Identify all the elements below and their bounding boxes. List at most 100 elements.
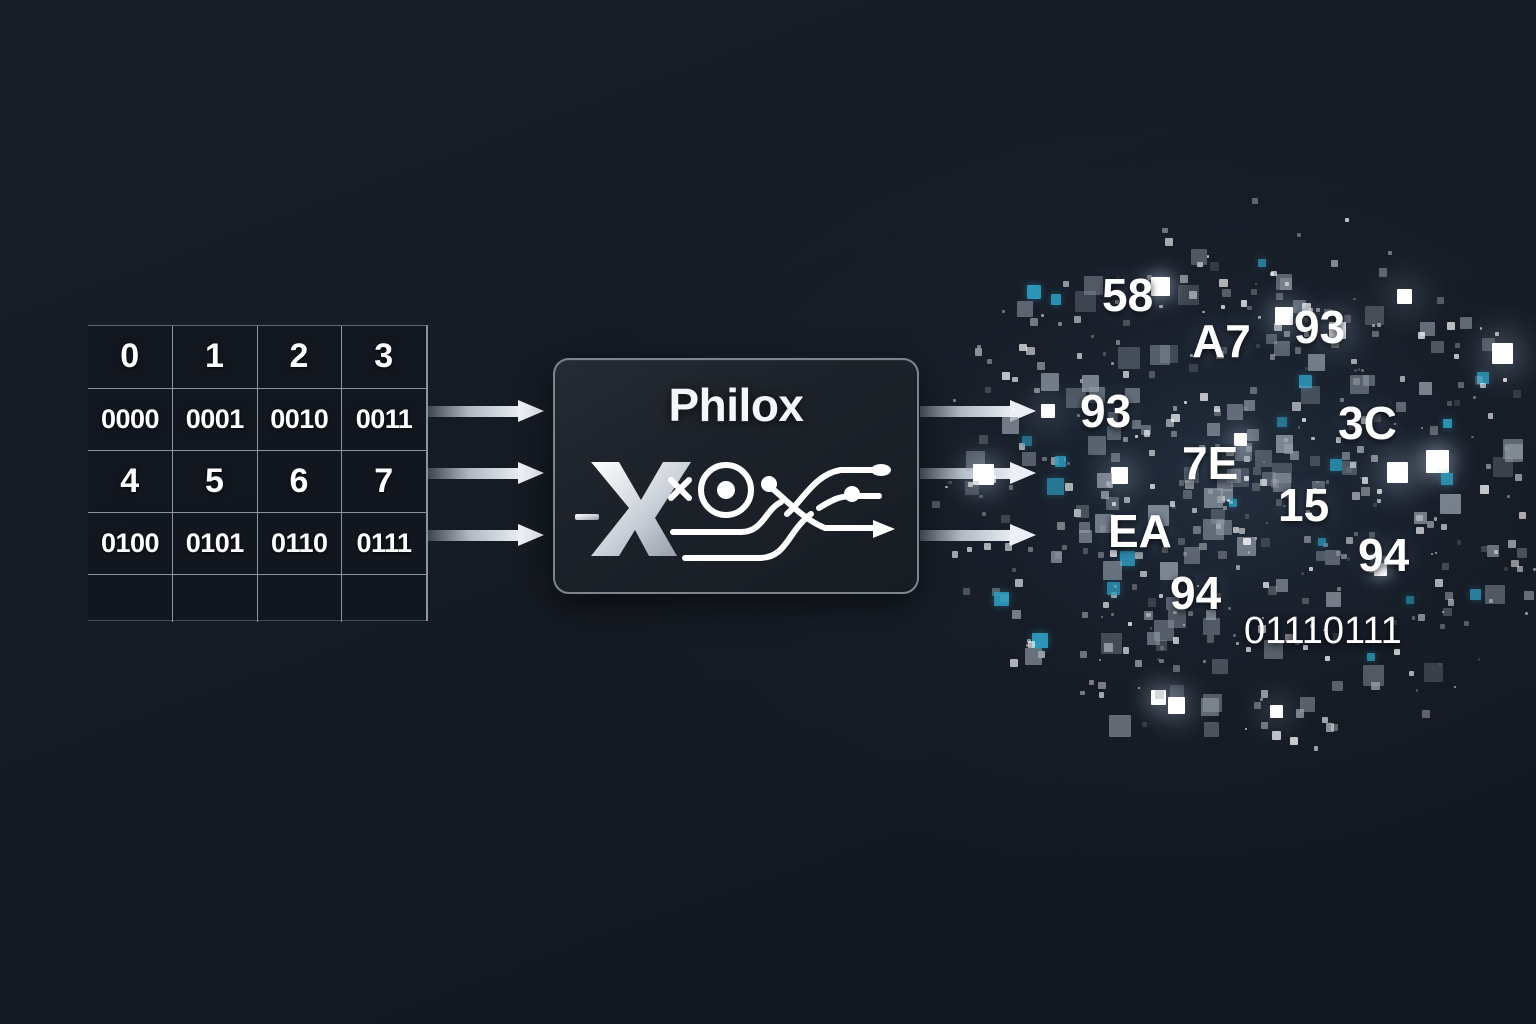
particle [1303,317,1308,322]
particle [1074,315,1082,323]
particle [1206,610,1217,621]
particle [1335,437,1342,443]
particle [1219,278,1228,288]
particle [1057,322,1062,327]
particle [1203,693,1222,713]
particle [951,550,959,558]
particle [1310,624,1314,628]
particle [1325,591,1342,608]
particle [1247,428,1260,442]
particle [1252,482,1261,491]
particle [1041,403,1056,418]
particle [1102,560,1122,580]
particle [1257,258,1267,268]
particle [1147,275,1152,281]
particle [1308,566,1313,572]
particle [1002,371,1010,380]
arrow-head-icon [518,462,544,484]
hex-value-label: 93 [1294,301,1346,353]
table-cell: 5 [172,450,258,513]
particle [1370,454,1379,463]
particle [1405,595,1414,604]
particle [1025,346,1035,356]
particle [1426,521,1435,529]
particle [1002,309,1006,313]
particle [1507,495,1510,498]
particle [1494,332,1500,337]
hex-value-label: 94 [1358,529,1410,581]
particle [1480,545,1487,553]
particle [1110,362,1114,366]
table-cell: 0101 [172,512,258,575]
particle [1396,289,1412,305]
particle [1151,690,1167,706]
particle [1079,530,1092,543]
particle [1076,353,1083,359]
table-cell: 0010 [257,388,342,451]
particle [1434,579,1443,588]
particle [1162,227,1168,234]
particle [1301,385,1320,405]
particle [1215,444,1220,449]
particle [1119,550,1135,566]
input-arrow-2 [428,462,546,484]
particle [1393,422,1397,426]
table-cell: 0 [88,326,173,389]
arrow-head-icon [1010,400,1036,422]
particle [1216,519,1232,536]
particle [1246,446,1252,452]
particle [1098,551,1105,559]
particle [1009,658,1018,667]
particle [984,542,991,550]
particle [1455,343,1461,349]
hex-value-label: 3C [1338,397,1397,449]
particle [1441,611,1444,614]
particle [1290,451,1300,461]
particle [1315,308,1320,312]
particle [1062,280,1070,288]
table-row [88,574,426,622]
arrow-head-icon [518,524,544,546]
arrow-shaft [428,530,520,541]
particle [1188,363,1198,373]
particle [1328,721,1331,724]
particle [1141,722,1147,728]
particle [1096,472,1112,488]
particle [1154,689,1164,699]
particle [1391,619,1397,625]
particle [1362,477,1369,484]
particle [1124,387,1141,404]
hex-value-label: 7E [1182,437,1239,489]
particle [1199,392,1208,401]
particle [1309,456,1320,467]
particle [1352,492,1360,501]
dash-icon [575,514,599,520]
particle [1464,621,1469,626]
particle [1399,376,1406,382]
particle [1111,592,1118,599]
particle [1213,405,1220,412]
particle [1252,466,1262,476]
particle [1250,387,1257,395]
particle [981,511,987,517]
particle [1183,547,1201,564]
particle [1141,425,1152,435]
particle [1161,291,1164,294]
particle [1296,232,1301,238]
arrow-shaft [920,530,1012,541]
particle [1477,658,1481,661]
particle [963,588,970,595]
particle [1254,450,1272,468]
particle [1026,643,1030,647]
particle [1140,306,1145,312]
hex-value-label: 58 [1102,269,1154,321]
particle [1517,547,1528,558]
particle [1087,436,1107,455]
particle [1314,489,1319,494]
particle [1419,382,1433,396]
particle [1210,261,1219,271]
arrow-shaft [428,468,520,479]
particle [1189,291,1198,300]
particle [1329,322,1346,339]
particle [1374,563,1388,577]
